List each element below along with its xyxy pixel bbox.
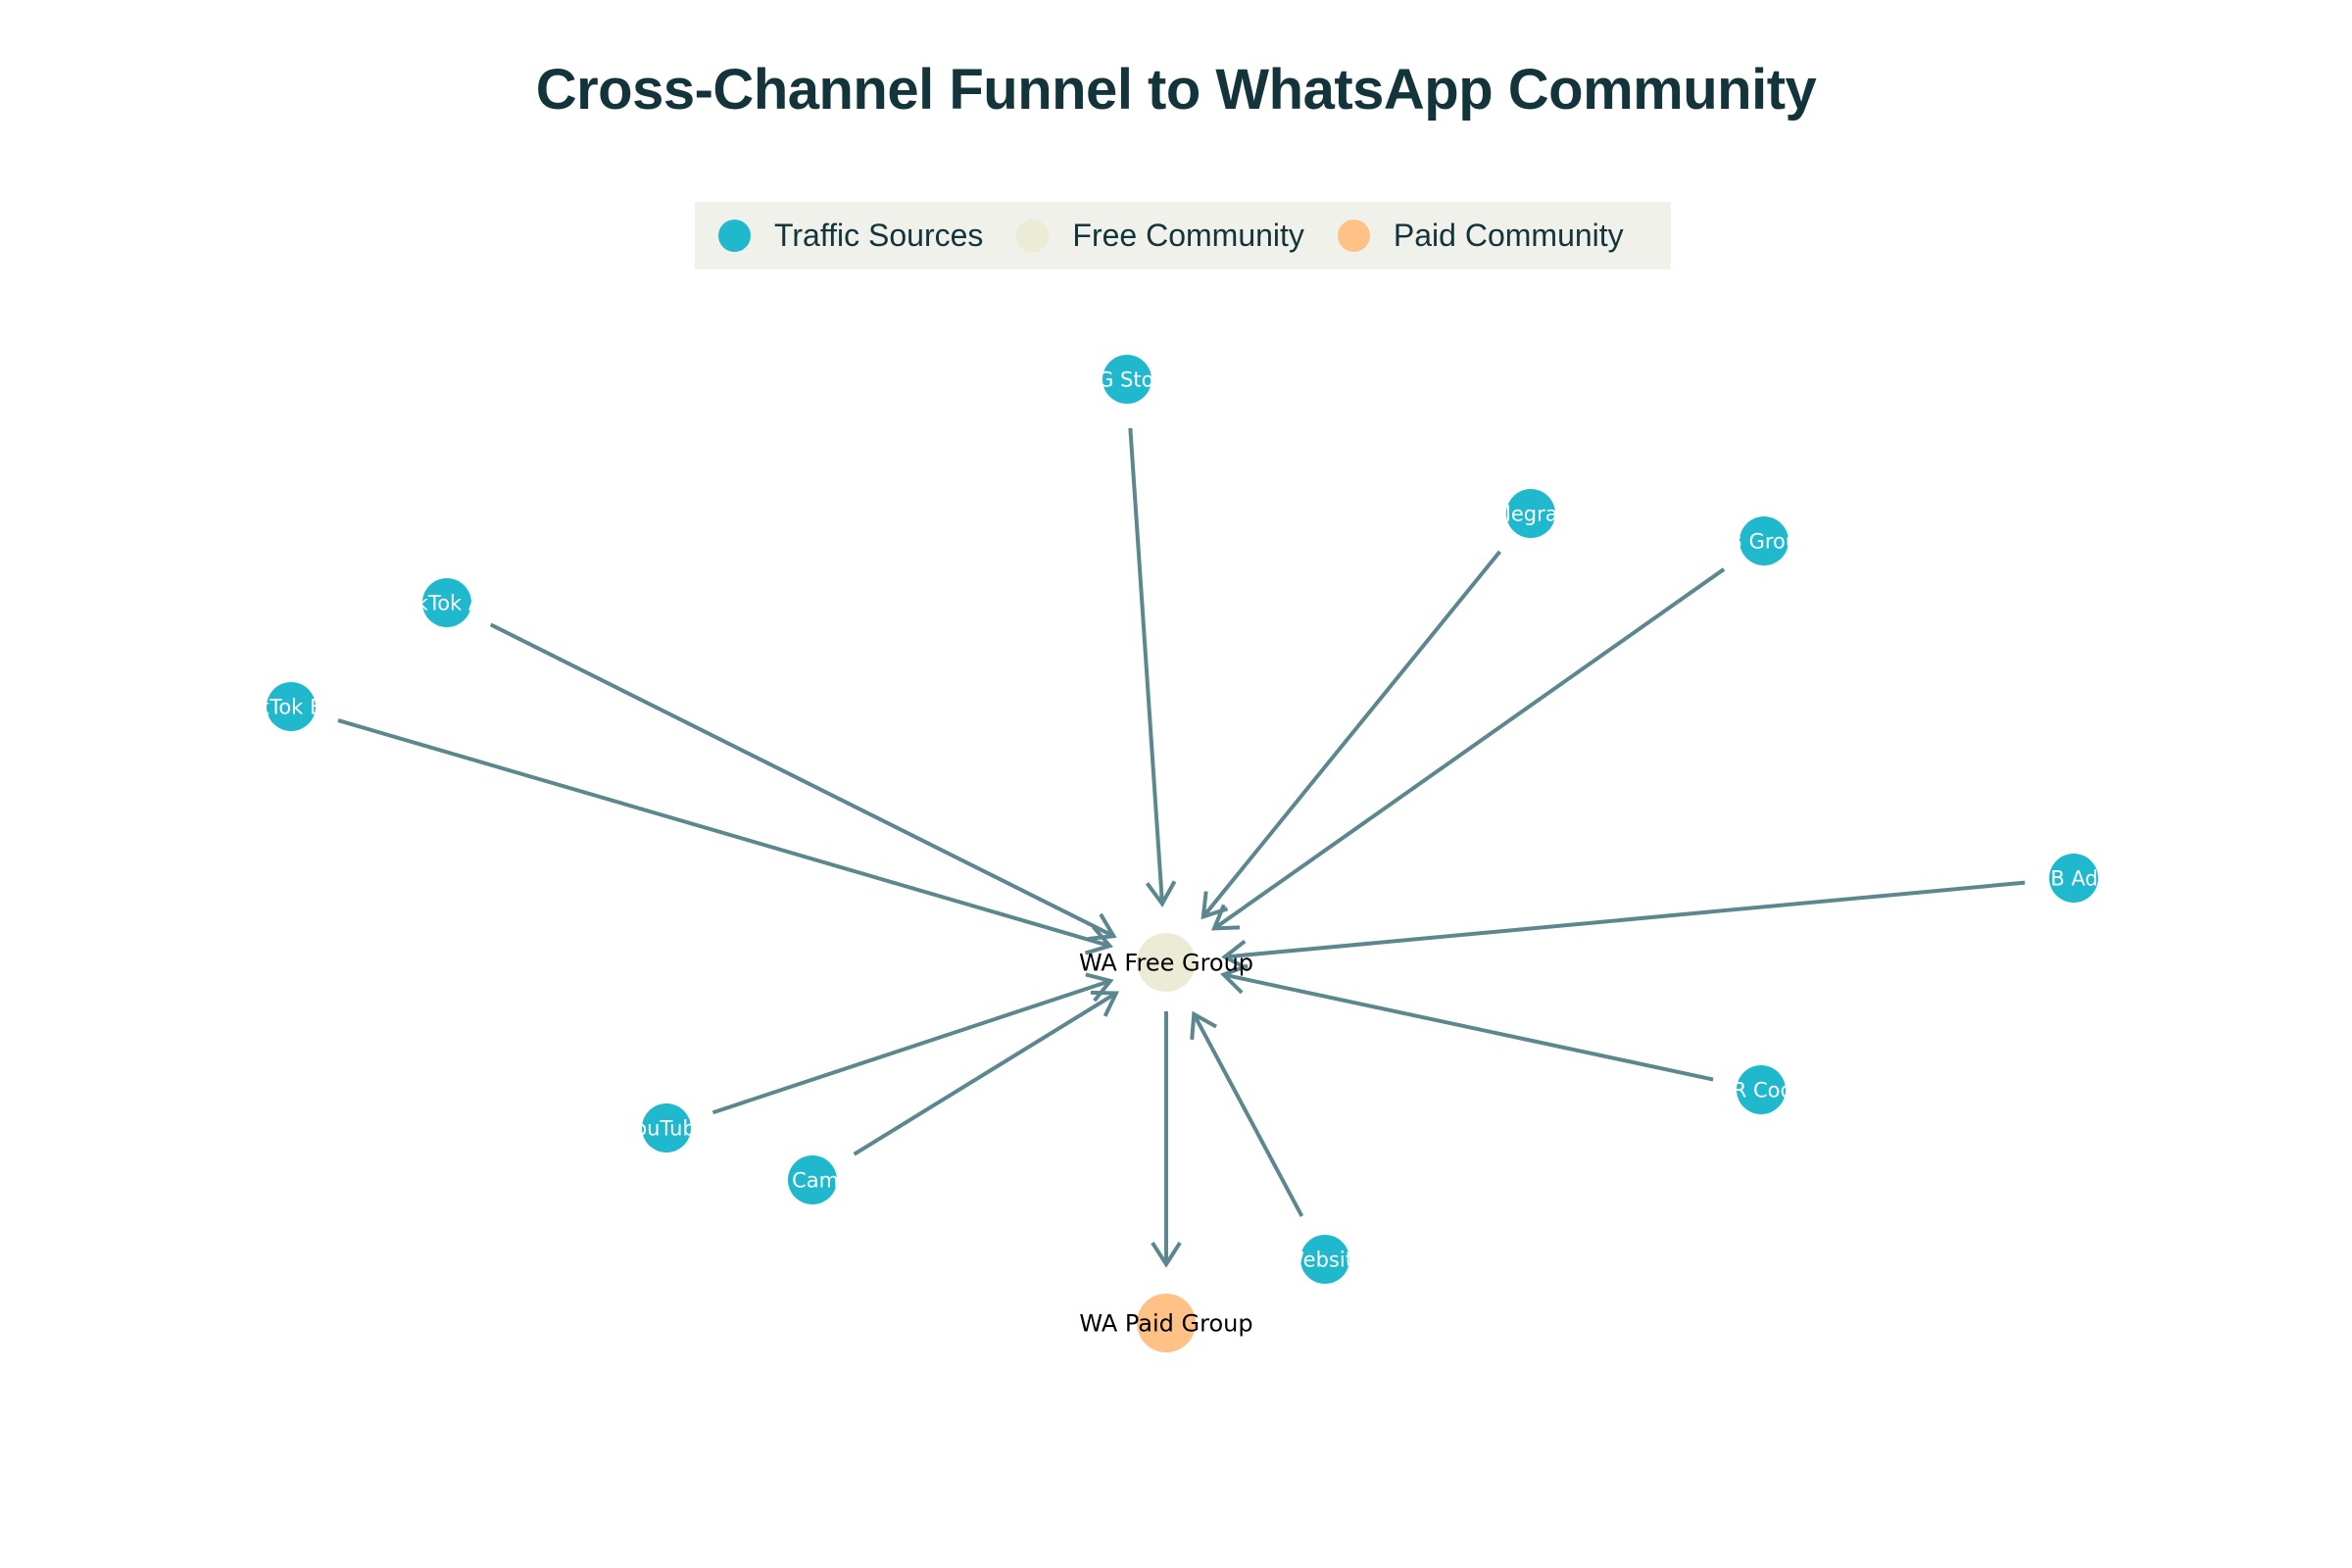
edge-tiktok-bio-to-free — [337, 718, 1113, 956]
legend-marker-free — [1016, 220, 1050, 252]
arrowhead-icon — [1221, 939, 1249, 971]
node-label: Telegram — [1483, 502, 1578, 525]
node-label: TikTok Ad — [398, 591, 495, 614]
traffic-node-marker — [267, 682, 316, 731]
node-tiktok-bio[interactable]: TikTok Bio — [239, 682, 342, 731]
edge-line — [489, 622, 1115, 938]
legend-item-paid-community[interactable]: Paid Community — [1337, 218, 1624, 254]
legend-label: Paid Community — [1393, 218, 1624, 253]
node-label: FB Group — [1716, 529, 1811, 553]
edge-fb-group-to-free — [1211, 567, 1726, 931]
arrowhead-icon — [1151, 1242, 1182, 1268]
edge-line — [853, 991, 1117, 1156]
traffic-node-marker — [788, 1155, 837, 1204]
legend-marker-traffic — [718, 220, 751, 252]
node-qr-code[interactable]: QR Code — [1716, 1065, 1806, 1114]
edges-layer — [337, 427, 2026, 1268]
node-label: Website — [1284, 1248, 1366, 1271]
legend-item-free-community[interactable]: Free Community — [1016, 218, 1304, 254]
edge-line — [1192, 1012, 1304, 1217]
legend-marker-paid — [1337, 220, 1370, 252]
node-email[interactable]: Email Campaign — [728, 1155, 897, 1204]
arrowhead-icon — [1211, 904, 1241, 931]
node-label: WA Paid Group — [1079, 1309, 1252, 1337]
edge-qr-code-to-free — [1220, 963, 1714, 1082]
arrowhead-icon — [1190, 1010, 1217, 1040]
node-label: FB Ads — [2038, 866, 2108, 890]
node-ig-story[interactable]: IG Stor — [1092, 355, 1163, 404]
traffic-node-marker — [1506, 489, 1555, 538]
edge-line — [1201, 550, 1502, 918]
node-wa-paid[interactable]: WA Paid Group — [1079, 1294, 1253, 1352]
edge-ig-story-to-free — [1128, 427, 1177, 907]
traffic-node-marker — [1740, 516, 1788, 565]
arrowhead-icon — [1145, 880, 1177, 907]
arrowhead-icon — [1088, 912, 1117, 941]
edge-youtube-to-free — [711, 972, 1114, 1115]
arrowhead-icon — [1220, 963, 1249, 995]
node-label: IG Stor — [1092, 368, 1163, 391]
edge-telegram-to-free — [1200, 550, 1502, 920]
edge-tiktok-ad-to-free — [489, 622, 1117, 941]
edge-line — [1223, 972, 1714, 1082]
legend-label: Traffic Sources — [774, 218, 984, 253]
node-label: TikTok Bio — [239, 695, 342, 718]
node-fb-ads[interactable]: FB Ads — [2038, 854, 2108, 903]
edge-email-to-free — [853, 990, 1120, 1156]
edge-free-to-paid — [1151, 1011, 1182, 1268]
legend: Traffic Sources Free Community Paid Comm… — [695, 202, 1671, 270]
traffic-node-marker — [422, 578, 471, 627]
node-telegram[interactable]: Telegram — [1483, 489, 1578, 538]
edge-line — [1212, 567, 1726, 931]
arrowhead-icon — [1090, 990, 1120, 1017]
node-label: WA Free Group — [1079, 949, 1253, 976]
traffic-node-marker — [1737, 1065, 1786, 1114]
edge-line — [1128, 427, 1164, 905]
node-fb-group[interactable]: FB Group — [1716, 516, 1811, 565]
traffic-node-marker — [1300, 1235, 1349, 1284]
edge-fb-ads-to-free — [1221, 880, 2026, 971]
arrowhead-icon — [1084, 925, 1113, 956]
paid-node-marker — [1137, 1294, 1196, 1352]
traffic-node-marker — [1102, 355, 1152, 404]
traffic-node-marker — [642, 1103, 691, 1152]
edge-website-to-free — [1190, 1010, 1304, 1217]
legend-label: Free Community — [1072, 218, 1304, 253]
traffic-node-marker — [2049, 854, 2098, 903]
node-tiktok-ad[interactable]: TikTok Ad — [398, 578, 495, 627]
edge-line — [337, 718, 1110, 949]
node-label: Email Campaign — [728, 1168, 897, 1192]
edge-line — [1224, 880, 2026, 959]
free-node-marker — [1137, 933, 1196, 992]
node-youtube[interactable]: YouTube — [623, 1103, 708, 1152]
node-label: QR Code — [1716, 1078, 1806, 1102]
edge-line — [711, 978, 1111, 1115]
node-label: YouTube — [623, 1116, 708, 1140]
legend-item-traffic-sources[interactable]: Traffic Sources — [718, 218, 983, 254]
chart-title: Cross-Channel Funnel to WhatsApp Communi… — [535, 58, 1817, 122]
node-wa-free[interactable]: WA Free Group — [1079, 933, 1253, 992]
node-website[interactable]: Website — [1284, 1235, 1366, 1284]
